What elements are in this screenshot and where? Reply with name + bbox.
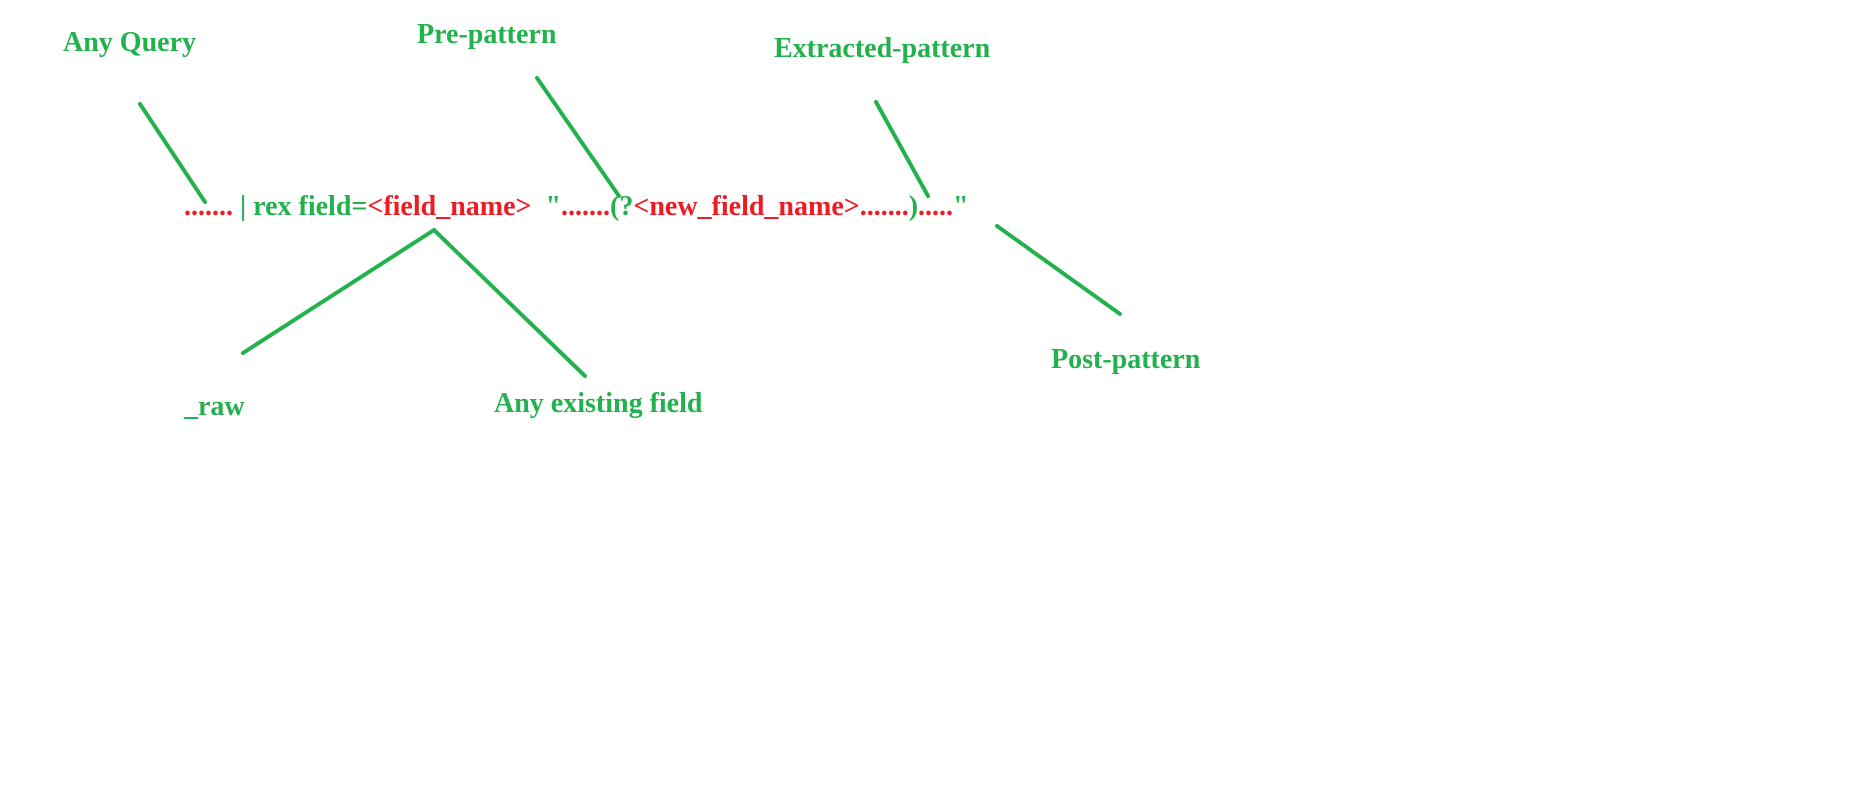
field-name-token: <field_name> xyxy=(367,191,532,222)
query-dots: ....... xyxy=(184,191,233,222)
extracted-pattern-dots: ....... xyxy=(859,191,909,222)
post-pattern-label: Post-pattern xyxy=(1051,344,1201,375)
post-pattern-connector xyxy=(995,224,1122,316)
post-pattern-dots: ..... xyxy=(918,191,954,222)
new-field-name-token: <new_field_name> xyxy=(633,191,860,222)
any-query-label: Any Query xyxy=(63,27,196,58)
extracted-pattern-connector xyxy=(874,100,930,198)
raw-label: _raw xyxy=(184,391,245,422)
extracted-pattern-label: Extracted-pattern xyxy=(774,33,991,64)
pre-pattern-label: Pre-pattern xyxy=(417,19,557,50)
rex-syntax-line: ....... | rex field=<field_name> "......… xyxy=(184,193,969,221)
close-quote: " xyxy=(953,191,969,222)
pipe-rex-keyword: | rex field= xyxy=(233,191,368,222)
any-existing-field-label: Any existing field xyxy=(494,388,703,419)
syntax-gap xyxy=(531,191,545,222)
raw-connector xyxy=(241,228,436,355)
pre-pattern-dots: ....... xyxy=(561,191,611,222)
any-existing-field-connector xyxy=(432,228,587,378)
open-quote: " xyxy=(545,191,562,222)
pre-pattern-connector xyxy=(535,76,621,198)
group-close: ) xyxy=(908,191,919,222)
any-query-connector xyxy=(138,102,207,204)
group-open: (? xyxy=(610,191,634,222)
